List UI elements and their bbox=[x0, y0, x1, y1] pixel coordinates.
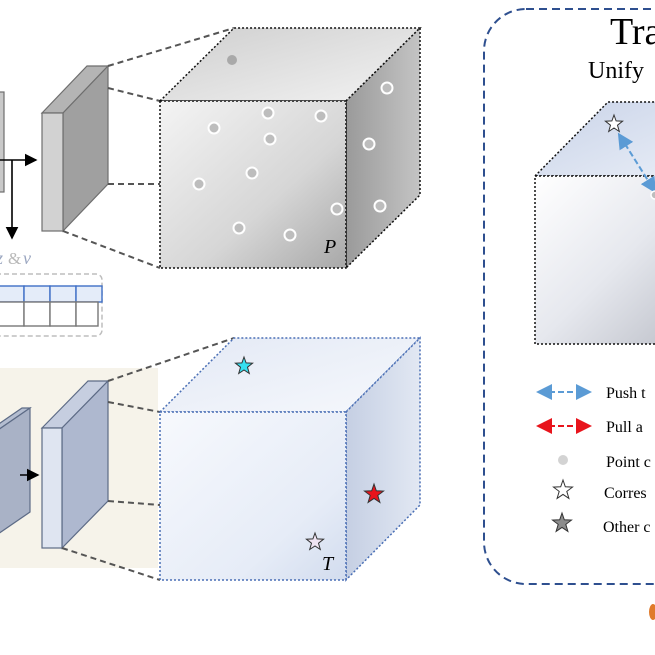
top-feature-slab bbox=[40, 64, 110, 233]
cube-label-p: P bbox=[323, 236, 336, 258]
bottom-feature-slab bbox=[40, 379, 110, 550]
point-circle bbox=[283, 228, 297, 242]
grey-token-row bbox=[0, 301, 99, 327]
partial-feature-map-blue bbox=[0, 406, 31, 534]
top-cube-side-face bbox=[345, 26, 421, 270]
blue-token bbox=[49, 285, 77, 303]
panel-cube-front-face bbox=[534, 175, 655, 345]
red-star-icon bbox=[363, 482, 385, 504]
panel-cube-top-face bbox=[533, 101, 655, 177]
grey-token bbox=[49, 301, 77, 327]
point-dot bbox=[227, 55, 237, 65]
blue-token bbox=[23, 285, 51, 303]
legend-item-point: Point c bbox=[558, 454, 651, 471]
top-left-encoder-block bbox=[0, 91, 38, 240]
bottom-projection-lines bbox=[61, 337, 235, 581]
legend-label: Corres bbox=[604, 485, 647, 502]
caption-z: z bbox=[0, 248, 3, 268]
white-star-icon bbox=[604, 113, 624, 133]
point-cloud bbox=[192, 81, 394, 242]
legend-label: Pull a bbox=[606, 419, 643, 436]
point-circle bbox=[650, 190, 655, 200]
partial-feature-map bbox=[0, 91, 5, 193]
grey-dot-icon bbox=[558, 455, 568, 465]
bottom-cube-front-face bbox=[159, 411, 347, 581]
point-circle bbox=[192, 177, 206, 191]
orange-mark bbox=[649, 604, 655, 620]
point-circle bbox=[373, 199, 387, 213]
legend-label: Point c bbox=[606, 454, 651, 471]
point-circle bbox=[330, 202, 344, 216]
cube-label-t: T bbox=[322, 553, 335, 575]
legend-label: Push t bbox=[606, 385, 646, 402]
blue-token-row bbox=[0, 285, 103, 303]
panel-frame bbox=[483, 8, 655, 585]
top-cube-front-face bbox=[159, 100, 347, 269]
point-circle bbox=[263, 132, 277, 146]
token-block: z & v bbox=[0, 248, 103, 337]
bottom-left-encoder-block bbox=[0, 406, 40, 534]
caption-amp: & bbox=[8, 249, 21, 268]
caption-v: v bbox=[23, 248, 31, 268]
legend: Push t Pull a Point c Corres Other c bbox=[536, 384, 651, 536]
point-circle bbox=[362, 137, 376, 151]
white-star-icon bbox=[552, 478, 574, 500]
training-panel: Tra Unify Push t Pull a Point c Corre bbox=[483, 8, 655, 585]
grey-token bbox=[23, 301, 51, 327]
blue-token bbox=[75, 285, 103, 303]
push-arrow bbox=[617, 132, 655, 194]
grey-star-icon bbox=[551, 511, 573, 533]
legend-item-corres: Corres bbox=[552, 478, 647, 502]
panel-title: Tra bbox=[610, 11, 655, 53]
point-circle bbox=[380, 81, 394, 95]
point-circle bbox=[207, 121, 221, 135]
panel-subtitle: Unify bbox=[588, 58, 644, 84]
legend-item-pull: Pull a bbox=[536, 418, 643, 436]
grey-token bbox=[0, 301, 25, 327]
blue-token bbox=[0, 285, 25, 303]
cyan-star-icon bbox=[234, 355, 254, 375]
top-projection-lines bbox=[62, 27, 235, 269]
point-circle bbox=[261, 106, 275, 120]
point-circle bbox=[245, 166, 259, 180]
token-group-frame bbox=[0, 273, 103, 337]
white-star-icon bbox=[305, 531, 325, 551]
top-cube-p: P bbox=[158, 26, 422, 270]
bottom-cube-t: T bbox=[158, 336, 422, 582]
point-circle bbox=[314, 109, 328, 123]
point-circle bbox=[232, 221, 246, 235]
grey-token bbox=[75, 301, 99, 327]
legend-item-push: Push t bbox=[536, 384, 646, 402]
legend-item-other: Other c bbox=[551, 511, 651, 536]
legend-label: Other c bbox=[603, 519, 651, 536]
